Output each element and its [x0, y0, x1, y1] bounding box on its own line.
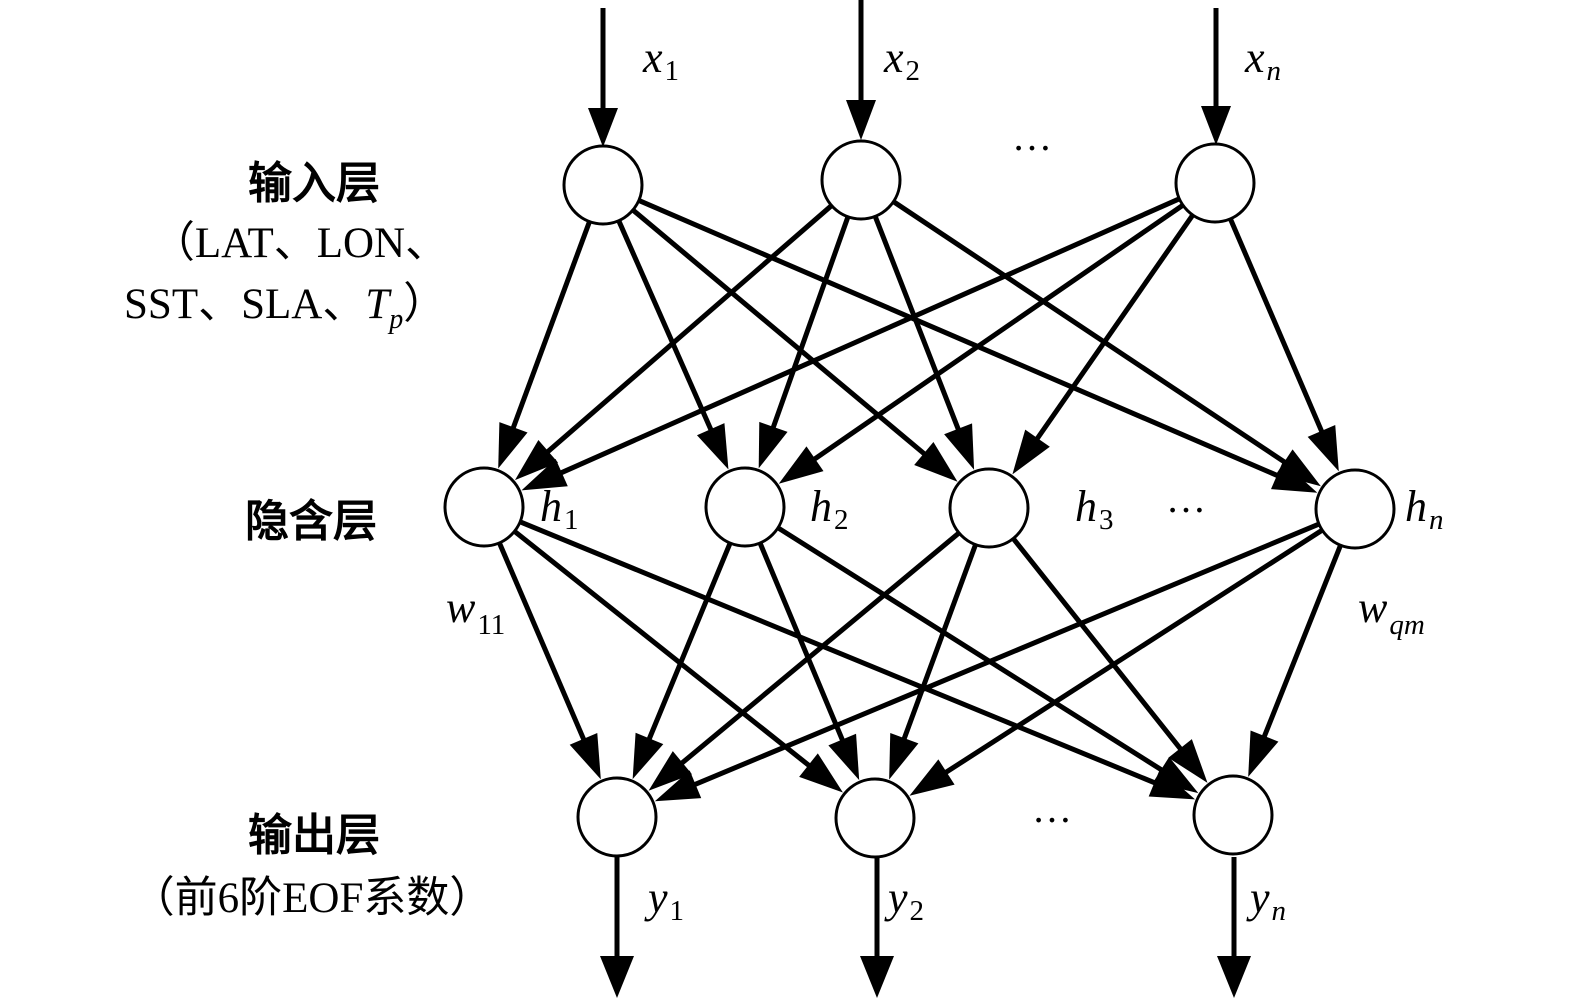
edge-input2-hidden4-arrowhead	[1275, 449, 1321, 487]
output-node-2	[834, 777, 916, 859]
edge-input2-hidden4-line	[892, 199, 1289, 467]
layer-titles: 输入层 （LAT、LON、 SST、SLA、Tp） 隐含层 输出层 （前6阶EO…	[124, 158, 492, 922]
hidden-label-1: h1	[540, 482, 579, 536]
hidden-layer-nodes	[443, 466, 1396, 550]
input-layer-nodes	[562, 139, 1256, 226]
edge-hidden2-output2-line	[757, 542, 847, 745]
hidden-ellipsis: …	[1166, 476, 1206, 521]
edge-input1-hidden1-arrowhead	[498, 422, 528, 469]
hidden-label-n: hn	[1405, 482, 1444, 536]
edge-input3-hidden3-line	[1033, 213, 1195, 443]
edge-hidden3-output3-arrowhead	[1168, 739, 1208, 783]
input-label-1: x1	[642, 33, 679, 87]
edge-input3-hidden2-arrowhead	[778, 446, 824, 484]
input-arrowhead-n	[1201, 106, 1231, 145]
edge-hidden4-output3-arrowhead	[1248, 730, 1279, 777]
input-label-2: x2	[883, 33, 920, 87]
input-arrowhead-1	[588, 108, 618, 147]
edge-hidden2-output2-arrowhead	[828, 733, 860, 781]
weight-label-first: w11	[446, 583, 505, 641]
output-arrowhead-n	[1217, 956, 1251, 998]
input-node-2	[820, 139, 902, 221]
edge-hidden4-output2-arrowhead	[909, 759, 955, 796]
edge-input1-hidden2-arrowhead	[696, 423, 729, 470]
output-label-1: y1	[644, 873, 684, 927]
edge-hidden1-output1-line	[497, 541, 588, 744]
edge-hidden4-output2-line	[941, 528, 1324, 777]
hidden-node-n	[1314, 468, 1396, 550]
edge-input2-hidden1-line	[543, 203, 834, 456]
edge-hidden2-output1-line	[645, 542, 733, 744]
input-label-n: xn	[1244, 33, 1281, 87]
input-layer-note-line1: （LAT、LON、	[152, 220, 448, 267]
input-layer-note-line2: SST、SLA、Tp）	[124, 281, 446, 335]
edge-input3-hidden2-line	[810, 203, 1185, 464]
edge-input2-hidden3-arrowhead	[944, 423, 975, 470]
input-labels: x1 x2 xn	[642, 33, 1281, 87]
edge-hidden4-output1-line	[690, 521, 1320, 789]
weight-labels: w11 wqm	[446, 583, 1425, 641]
edge-hidden3-output3-line	[1011, 536, 1185, 754]
weight-label-last: wqm	[1358, 583, 1425, 641]
input-node-1	[562, 144, 644, 226]
edge-input1-hidden1-line	[509, 220, 592, 432]
output-layer-note: （前6阶EOF系数）	[132, 875, 493, 922]
input-node-n	[1174, 142, 1256, 224]
output-layer-title: 输出层	[248, 810, 380, 861]
edge-hidden4-output1-arrowhead	[654, 770, 702, 802]
edge-hidden2-output1-arrowhead	[632, 732, 664, 780]
edge-input1-hidden2-line	[616, 219, 715, 434]
edge-input3-hidden4-line	[1228, 217, 1326, 436]
hidden-layer-title: 隐含层	[245, 496, 377, 547]
edge-input3-hidden1-arrowhead	[521, 458, 568, 491]
output-labels: y1 y2 yn	[644, 873, 1286, 927]
edge-hidden2-output3-arrowhead	[1153, 756, 1199, 794]
output-arrowhead-1	[600, 956, 634, 998]
hidden-node-1	[443, 466, 525, 548]
edge-hidden3-output2-line	[900, 543, 978, 743]
edge-hidden1-output2-line	[512, 529, 814, 770]
edge-hidden1-output1-arrowhead	[569, 732, 601, 780]
edge-hidden3-output2-arrowhead	[889, 733, 919, 780]
edge-input3-hidden4-arrowhead	[1307, 424, 1339, 472]
output-arrows	[600, 857, 1251, 998]
input-layer-title: 输入层	[248, 158, 380, 209]
edge-input2-hidden3-line	[872, 215, 962, 434]
edge-input1-hidden3-arrowhead	[914, 441, 958, 482]
edge-hidden3-output1-line	[677, 530, 961, 768]
output-ellipsis: …	[1032, 786, 1072, 831]
edge-input3-hidden1-line	[557, 196, 1181, 477]
output-label-n: yn	[1246, 873, 1286, 927]
hidden-label-3: h3	[1075, 482, 1114, 536]
output-label-2: y2	[884, 873, 924, 927]
input-arrowhead-2	[846, 100, 876, 140]
output-node-n	[1192, 774, 1274, 856]
edge-input1-hidden4-line	[637, 198, 1282, 480]
edge-hidden4-output3-line	[1260, 544, 1343, 741]
output-layer-nodes	[576, 774, 1274, 859]
edge-input2-hidden2-line	[769, 215, 851, 432]
edge-input2-hidden2-arrowhead	[758, 421, 788, 469]
input-arrows	[588, 0, 1231, 147]
output-node-1	[576, 776, 658, 858]
input-ellipsis: …	[1012, 114, 1052, 159]
hidden-label-2: h2	[810, 482, 849, 536]
edge-hidden1-output3-line	[519, 519, 1160, 787]
hidden-node-3	[948, 467, 1030, 549]
edge-hidden2-output3-line	[776, 525, 1166, 774]
edge-hidden3-output1-arrowhead	[648, 751, 692, 791]
hidden-labels: h1 h2 h3 hn	[540, 482, 1444, 536]
output-arrowhead-2	[860, 956, 894, 998]
edge-input2-hidden1-arrowhead	[514, 439, 559, 481]
connection-edges	[497, 196, 1343, 802]
edge-hidden1-output2-arrowhead	[799, 753, 843, 793]
hidden-node-2	[704, 466, 786, 548]
edge-input3-hidden3-arrowhead	[1012, 429, 1050, 475]
ellipsis-marks: … … …	[1012, 114, 1206, 831]
